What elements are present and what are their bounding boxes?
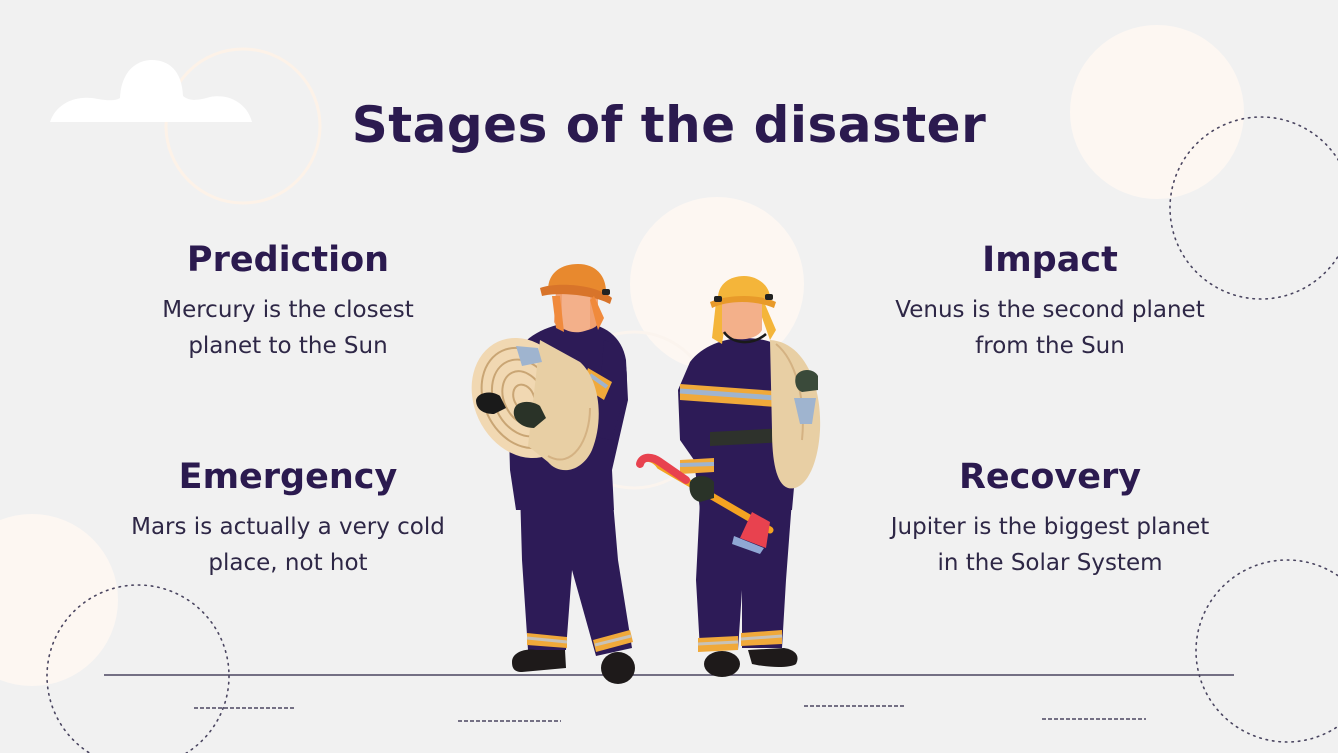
decorative-circle	[1070, 25, 1244, 199]
slide-title: Stages of the disaster	[351, 96, 987, 154]
stage-description: Mars is actually a very cold place, not h…	[108, 509, 468, 581]
stage-description: Venus is the second planet from the Sun	[870, 292, 1230, 364]
decorative-ring	[164, 47, 322, 205]
stage-description: Jupiter is the biggest planet in the Sola…	[870, 509, 1230, 581]
description-line: Mercury is the closest	[162, 297, 414, 323]
description-line: place, not hot	[208, 550, 368, 576]
description-line: Venus is the second planet	[895, 297, 1205, 323]
dotted-ring	[46, 584, 230, 753]
firefighter-left-icon	[471, 264, 635, 684]
description-line: planet to the Sun	[188, 333, 388, 359]
stage-heading: Emergency	[178, 457, 398, 497]
stage-emergency: Emergency Mars is actually a very cold pl…	[108, 455, 468, 581]
firefighter-right-icon	[636, 276, 821, 677]
dotted-ring	[1195, 559, 1338, 743]
stage-recovery: Recovery Jupiter is the biggest planet in…	[870, 455, 1230, 581]
stage-heading: Impact	[982, 240, 1118, 280]
description-line: Jupiter is the biggest planet	[890, 514, 1210, 540]
description-line: in the Solar System	[937, 550, 1163, 576]
decorative-circle	[0, 514, 118, 686]
stage-heading: Prediction	[186, 240, 390, 280]
stage-prediction: Prediction Mercury is the closest planet …	[108, 238, 468, 364]
stage-impact: Impact Venus is the second planet from th…	[870, 238, 1230, 364]
dotted-ring	[1169, 116, 1338, 300]
stage-description: Mercury is the closest planet to the Sun	[108, 292, 468, 364]
description-line: Mars is actually a very cold	[131, 514, 445, 540]
description-line: from the Sun	[975, 333, 1125, 359]
cloud-icon	[50, 60, 252, 122]
stage-heading: Recovery	[958, 457, 1142, 497]
